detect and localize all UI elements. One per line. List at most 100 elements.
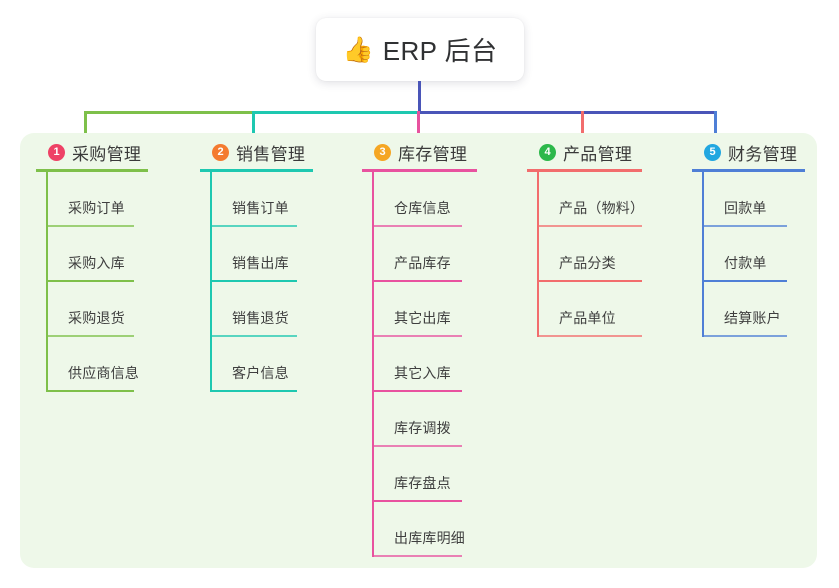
branch-item-label: 仓库信息: [394, 200, 451, 216]
branch-item-label: 采购入库: [68, 255, 125, 271]
branch-item[interactable]: 供应商信息: [36, 337, 148, 392]
branch-item-underline: [210, 335, 297, 337]
branch-item[interactable]: 其它出库: [362, 282, 477, 337]
branch-item[interactable]: 销售订单: [200, 172, 313, 227]
branch-column-财务管理: 5 财务管理回款单付款单结算账户: [692, 140, 805, 337]
connector-drop-1: [84, 111, 87, 141]
branch-item[interactable]: 产品单位: [527, 282, 642, 337]
connector-root-stem: [418, 81, 421, 113]
branch-item-underline: [46, 390, 134, 392]
branch-item[interactable]: 其它入库: [362, 337, 477, 392]
branch-items: 仓库信息产品库存其它出库其它入库库存调拨库存盘点出库库明细: [362, 172, 477, 557]
branch-item-underline: [702, 225, 787, 227]
branch-item[interactable]: 产品分类: [527, 227, 642, 282]
branch-title: 财务管理: [728, 144, 798, 164]
branch-item[interactable]: 仓库信息: [362, 172, 477, 227]
connector-bus-segment-3: [420, 111, 717, 114]
branch-item-label: 销售出库: [232, 255, 289, 271]
branch-item[interactable]: 客户信息: [200, 337, 313, 392]
branch-item-underline: [702, 335, 787, 337]
branch-item-underline: [372, 445, 462, 447]
branch-item-label: 采购退货: [68, 310, 125, 326]
branch-item-underline: [372, 390, 462, 392]
branch-items: 采购订单采购入库采购退货供应商信息: [36, 172, 148, 392]
branch-spine: [537, 172, 539, 337]
branch-item-label: 其它出库: [394, 310, 451, 326]
branch-item-label: 销售订单: [232, 200, 289, 216]
branch-item[interactable]: 销售出库: [200, 227, 313, 282]
branch-items: 产品（物料） 产品分类产品单位: [527, 172, 645, 337]
branch-item[interactable]: 采购退货: [36, 282, 148, 337]
branch-items: 回款单付款单结算账户: [692, 172, 805, 337]
branch-item-label: 库存盘点: [394, 475, 451, 491]
connector-drop-4: [581, 111, 584, 141]
branch-item-underline: [372, 280, 462, 282]
branch-item-label: 库存调拨: [394, 420, 451, 436]
branch-item[interactable]: 产品（物料）: [527, 172, 645, 227]
branch-title: 销售管理: [236, 144, 306, 164]
branch-item[interactable]: 库存盘点: [362, 447, 477, 502]
thumbs-up-icon: 👍: [342, 36, 374, 64]
branch-item[interactable]: 销售退货: [200, 282, 313, 337]
branch-underline: [36, 169, 148, 172]
connector-bus-segment-1: [84, 111, 254, 114]
branch-item[interactable]: 采购入库: [36, 227, 148, 282]
branch-item-underline: [210, 390, 297, 392]
branch-item[interactable]: 库存调拨: [362, 392, 477, 447]
branch-header-库存管理[interactable]: 3 库存管理: [362, 140, 477, 164]
branch-item-underline: [537, 335, 642, 337]
branch-item[interactable]: 出库库明细: [362, 502, 477, 557]
branch-header-销售管理[interactable]: 2 销售管理: [200, 140, 313, 164]
branch-number-badge: 4: [539, 143, 556, 161]
branch-item-label: 其它入库: [394, 365, 451, 381]
root-title: ERP 后台: [382, 36, 498, 66]
branch-number-badge: 5: [704, 143, 721, 161]
connector-drop-3: [417, 111, 420, 141]
branch-underline: [362, 169, 477, 172]
branch-item-underline: [372, 500, 462, 502]
branch-items: 销售订单销售出库销售退货客户信息: [200, 172, 313, 392]
branch-item-underline: [702, 280, 787, 282]
branch-underline: [527, 169, 642, 172]
branch-item-underline: [210, 225, 297, 227]
branch-item-underline: [210, 280, 297, 282]
branch-spine: [372, 172, 374, 557]
branch-item-underline: [46, 335, 134, 337]
branch-item-underline: [372, 225, 462, 227]
branch-item-underline: [372, 335, 462, 337]
branch-item-label: 付款单: [724, 255, 767, 271]
branch-header-财务管理[interactable]: 5 财务管理: [692, 140, 805, 164]
branch-item-underline: [46, 280, 134, 282]
branch-spine: [702, 172, 704, 337]
branch-item[interactable]: 结算账户: [692, 282, 805, 337]
branch-number-badge: 2: [212, 143, 229, 161]
branch-item[interactable]: 回款单: [692, 172, 805, 227]
branch-item-underline: [537, 280, 642, 282]
branch-item-label: 产品（物料）: [559, 200, 645, 216]
branch-number-badge: 3: [374, 143, 391, 161]
branch-item-underline: [537, 225, 642, 227]
connector-bus-segment-2: [254, 111, 420, 114]
branch-column-库存管理: 3 库存管理仓库信息产品库存其它出库其它入库库存调拨库存盘点出库库明细: [362, 140, 477, 557]
branch-underline: [200, 169, 313, 172]
branch-item-label: 回款单: [724, 200, 767, 216]
connector-drop-5: [714, 111, 717, 141]
branch-item-label: 产品库存: [394, 255, 451, 271]
branch-item[interactable]: 采购订单: [36, 172, 148, 227]
branch-item-label: 销售退货: [232, 310, 289, 326]
branch-item-label: 产品单位: [559, 310, 616, 326]
branch-underline: [692, 169, 805, 172]
branch-title: 库存管理: [398, 144, 468, 164]
branch-item[interactable]: 产品库存: [362, 227, 477, 282]
branch-item[interactable]: 付款单: [692, 227, 805, 282]
branches-panel: [20, 133, 817, 568]
root-node[interactable]: 👍 ERP 后台: [316, 18, 524, 81]
connector-drop-2: [252, 111, 255, 141]
branch-spine: [210, 172, 212, 392]
branch-title: 采购管理: [72, 144, 142, 164]
branch-item-label: 供应商信息: [68, 365, 139, 381]
